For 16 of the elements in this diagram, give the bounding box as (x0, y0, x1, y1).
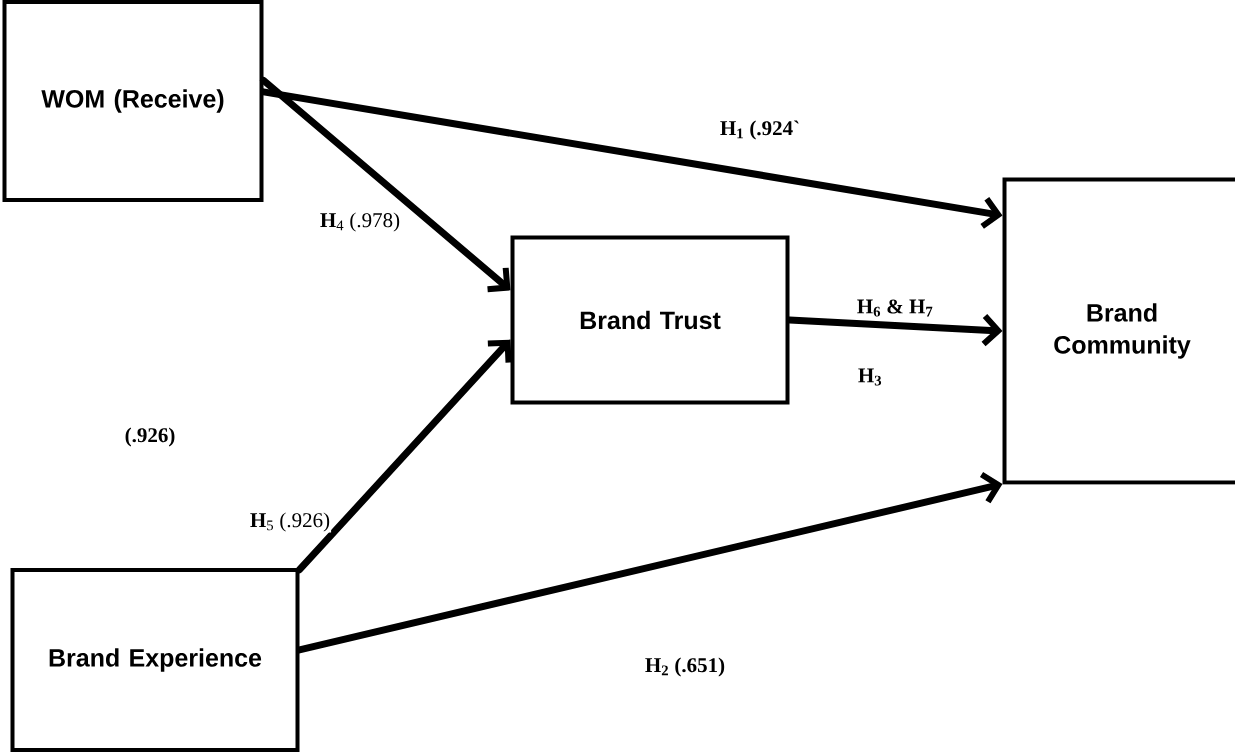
edge-label: H$_{4}$ (.978) (318, 211, 402, 233)
construct-box: Brand Community (1002, 177, 1235, 485)
arrow (296, 472, 1003, 654)
edge-label: H$_{1}$ (.924` (718, 119, 802, 141)
construct-box: WOM (Receive) (2, 0, 264, 202)
arrow (296, 339, 512, 574)
construct-box: Brand Experience (10, 568, 300, 752)
arrow (260, 88, 1003, 229)
edge-label: H$_{2}$ (.651) (643, 656, 727, 678)
construct-box: Brand Trust (510, 235, 790, 405)
hypothesis-label: (.926) (125, 427, 175, 447)
edge-label: H$_{5}$ (.926) (248, 511, 332, 533)
hypothesis-label: H$_{3}$ (858, 368, 882, 386)
arrow (260, 76, 511, 293)
arrow (786, 314, 1003, 347)
edge-label: H$_{6}$ & H$_{7}$ (855, 298, 935, 318)
